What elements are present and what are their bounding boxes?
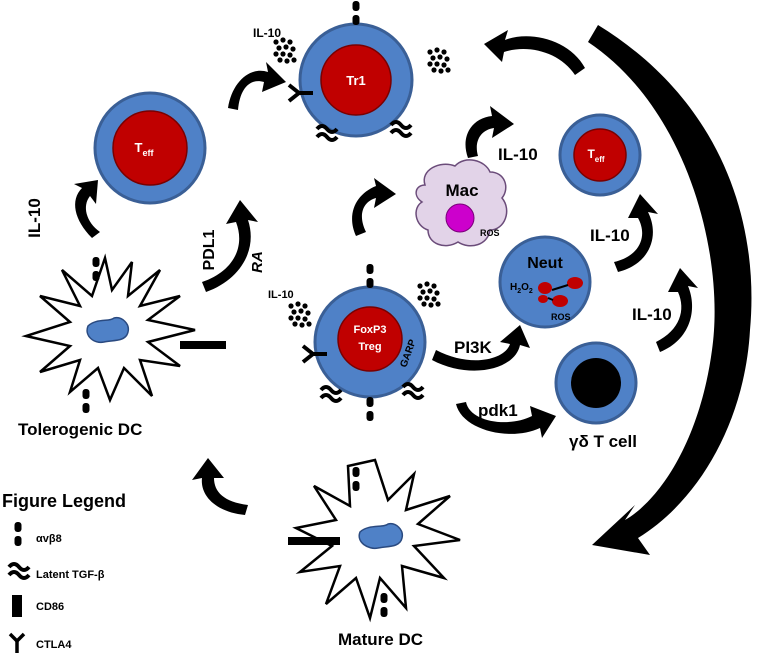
- il10-big-arc-label: IL-10: [725, 264, 750, 315]
- svg-text:H2O2: H2O2: [510, 282, 533, 295]
- legend-item-cd86: CD86: [12, 595, 64, 617]
- svg-text:ROS: ROS: [551, 312, 571, 322]
- tr1-cell: Tr1: [273, 1, 451, 142]
- neutrophil-cell: Neut H2O2 ROS: [498, 235, 592, 329]
- il10-right-mid-label: IL-10: [590, 226, 630, 245]
- svg-text:FoxP3: FoxP3: [353, 324, 386, 336]
- legend-item-avb8: αvβ8: [14, 522, 62, 546]
- curved-arrows: [74, 30, 698, 515]
- pdl1-label: PDL1: [201, 229, 218, 270]
- svg-text:CTLA4: CTLA4: [36, 639, 72, 651]
- svg-text:Tr1: Tr1: [346, 73, 366, 88]
- il10-big-arc-arrow: [588, 25, 752, 555]
- teff-left-cell: Teff: [93, 91, 207, 205]
- tolerogenic-dc-label: Tolerogenic DC: [18, 420, 142, 439]
- il10-gd-label: IL-10: [632, 305, 672, 324]
- svg-text:Neut: Neut: [527, 255, 563, 272]
- il10-treg-label: IL-10: [268, 289, 294, 301]
- pi3k-label: PI3K: [454, 338, 493, 357]
- gamma-delta-t-cell: [554, 341, 638, 425]
- svg-text:Teff: Teff: [587, 147, 604, 164]
- macrophage-cell: Mac ROS: [415, 159, 508, 247]
- mature-dc-label: Mature DC: [338, 630, 423, 649]
- teff-right-cell: Teff: [558, 113, 642, 197]
- il10-tr1-label: IL-10: [253, 26, 281, 40]
- svg-text:Treg: Treg: [358, 341, 381, 353]
- legend-title: Figure Legend: [2, 491, 126, 511]
- svg-text:CD86: CD86: [36, 601, 64, 613]
- pdk1-label: pdk1: [478, 401, 518, 420]
- gamma-delta-t-cell-label: γδ T cell: [569, 432, 637, 451]
- tolerogenic-dc-cell: [21, 253, 226, 413]
- svg-text:Mac: Mac: [445, 181, 478, 200]
- svg-text:ROS: ROS: [480, 228, 500, 238]
- svg-text:Latent TGF-β: Latent TGF-β: [36, 569, 105, 581]
- il10-left-label: IL-10: [25, 198, 44, 238]
- mature-dc-cell: [288, 458, 461, 623]
- treg-cell: FoxP3 Treg GARP: [288, 264, 441, 421]
- figure-legend: Figure Legend αvβ8 Latent TGF-β CD86 CTL…: [2, 491, 126, 653]
- svg-text:αvβ8: αvβ8: [36, 533, 62, 545]
- ra-label: RA: [249, 251, 266, 273]
- legend-item-ctla4: CTLA4: [8, 632, 72, 653]
- svg-text:Teff: Teff: [135, 140, 155, 158]
- il10-teff-right-label: IL-10: [498, 145, 538, 164]
- legend-item-latent-tgfb: Latent TGF-β: [7, 562, 105, 581]
